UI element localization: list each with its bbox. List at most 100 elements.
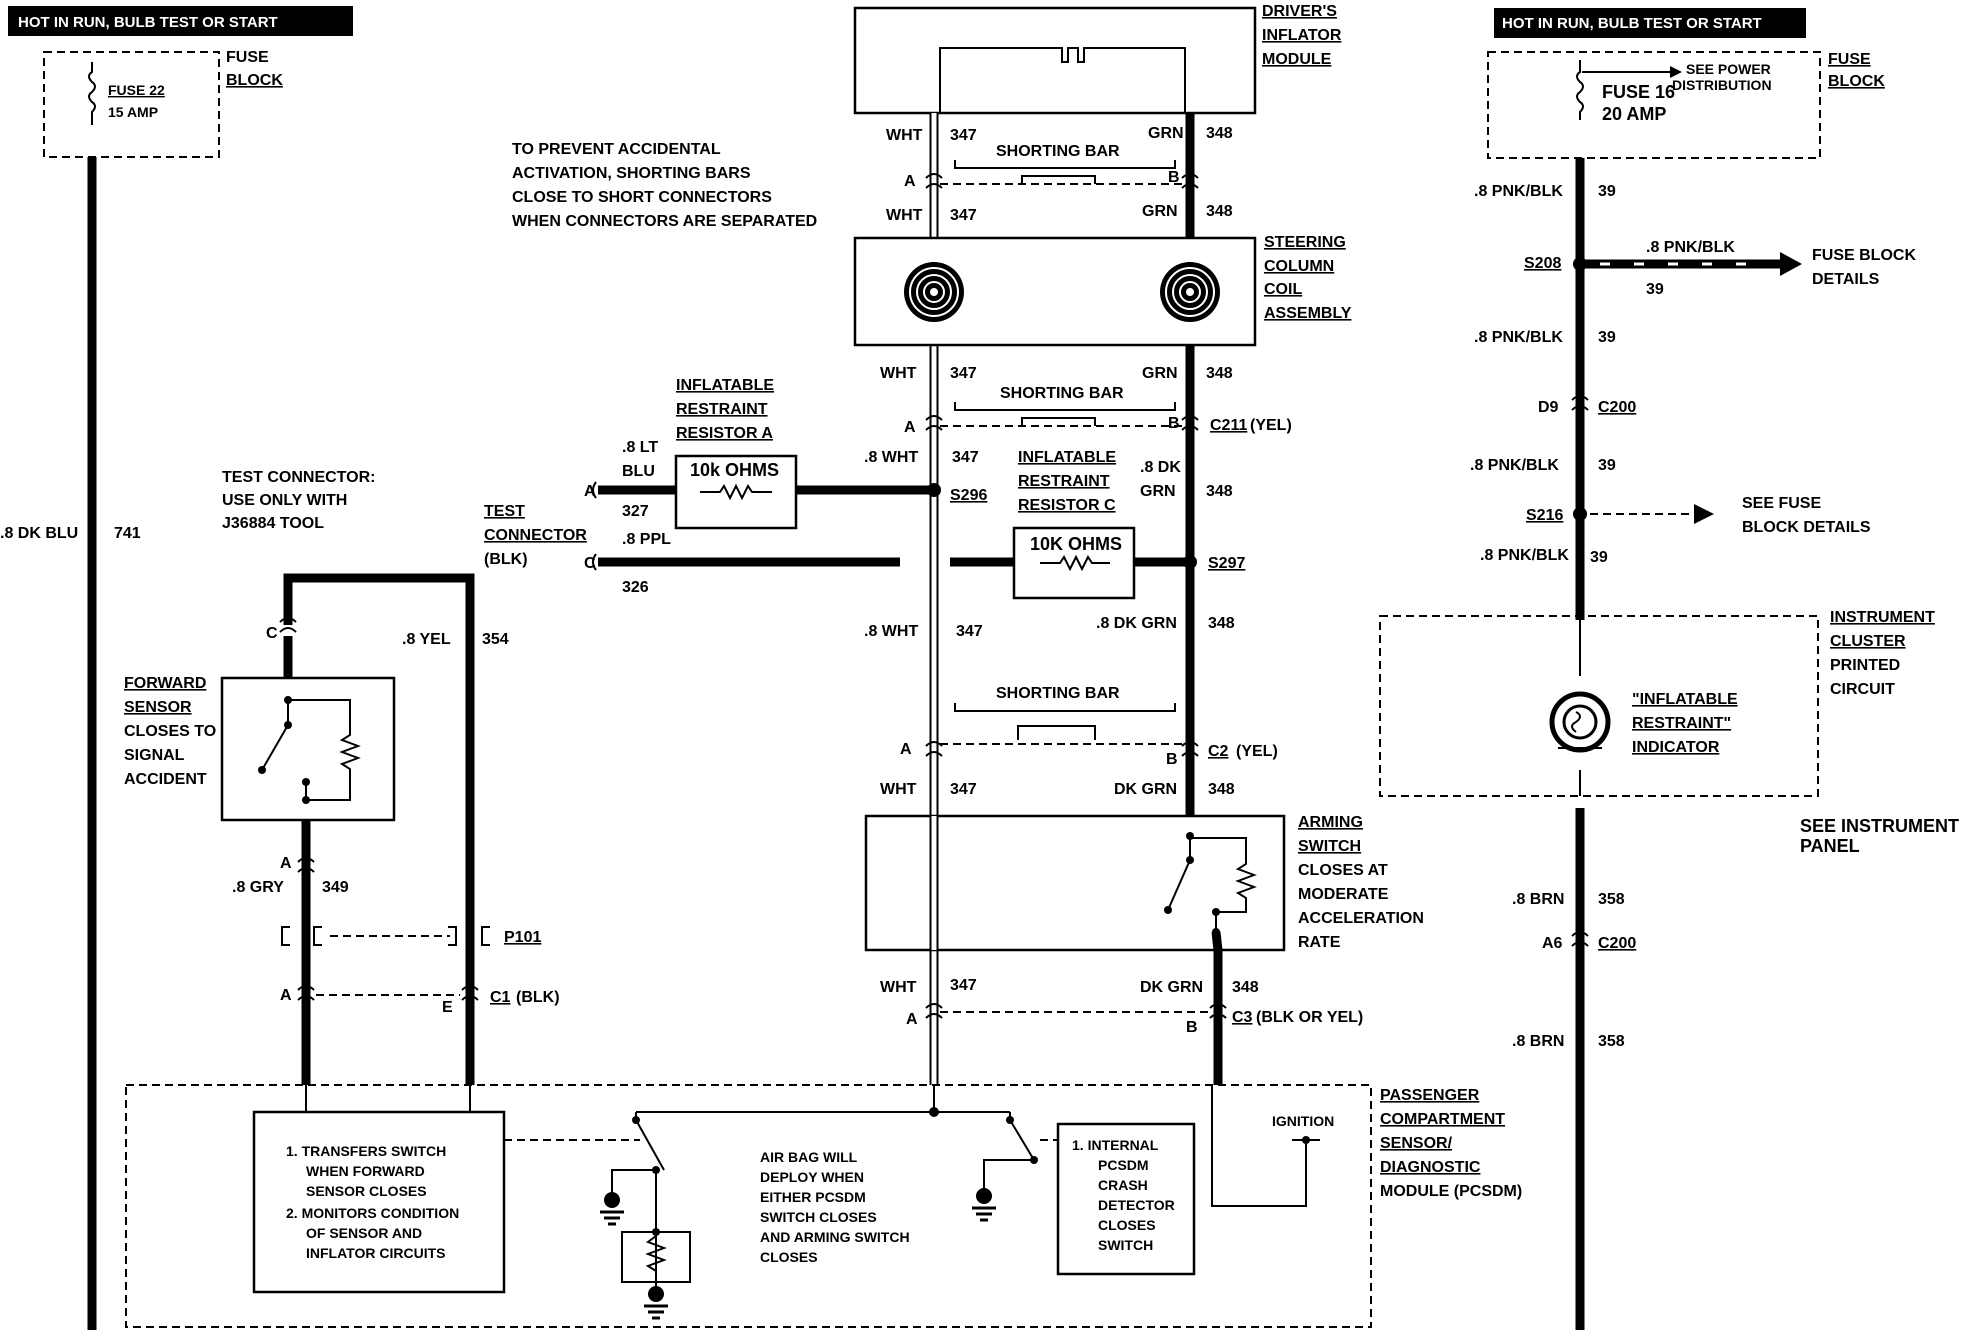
inflator-label-3: MODULE <box>1262 51 1332 68</box>
resA-1: INFLATABLE <box>676 377 774 394</box>
wht8-1: .8 WHT <box>864 449 918 466</box>
deploy-2: DEPLOY WHEN <box>760 1169 864 1185</box>
c200-label-2: C200 <box>1598 935 1636 952</box>
s297-splice <box>1183 555 1197 569</box>
conn-b-1: B <box>1168 169 1180 186</box>
indicator-2: RESTRAINT" <box>1632 715 1731 732</box>
left-fuse-block-outline <box>43 51 220 158</box>
conn-e-left: E <box>442 999 453 1016</box>
box1-3: SENSOR CLOSES <box>306 1183 427 1199</box>
ic-2: CLUSTER <box>1830 633 1906 650</box>
pcsdm-loop <box>621 1231 691 1283</box>
shorting-bar-1-contact <box>1021 175 1096 184</box>
arm-3: CLOSES AT <box>1298 862 1388 879</box>
pcsdm-node-center <box>929 1107 939 1117</box>
s216-splice <box>1573 507 1587 521</box>
ignition-path <box>1211 1085 1320 1207</box>
inflator-label-2: INFLATOR <box>1262 27 1342 44</box>
fuse-16-symbol <box>1576 60 1584 120</box>
lt-blu-1: .8 LT <box>622 439 658 456</box>
d9-label: D9 <box>1538 399 1559 416</box>
right-header-bar <box>1494 8 1806 38</box>
pcsdm-sw1-pivot <box>632 1116 640 1124</box>
pcsdm-name-4: DIAGNOSTIC <box>1380 1159 1481 1176</box>
resC-2: RESTRAINT <box>1018 473 1110 490</box>
pcsdm-resistor <box>645 1235 667 1272</box>
wht-3: WHT <box>880 365 917 382</box>
fuse-details-2: DETAILS <box>1812 271 1880 288</box>
wht-1: WHT <box>886 127 923 144</box>
pcsdm-box-1 <box>252 1110 506 1294</box>
steering-1: STEERING <box>1264 234 1346 251</box>
arm-node-pivot <box>1186 856 1194 864</box>
c2-color: (YEL) <box>1236 743 1278 760</box>
grn-2: GRN <box>1142 203 1178 220</box>
dkgrn-3: DK GRN <box>1114 781 1177 798</box>
w348-1: 348 <box>1206 125 1233 142</box>
w348-2: 348 <box>1206 203 1233 220</box>
conn-b-3: B <box>1166 751 1178 768</box>
resC-zigzag <box>1040 554 1110 572</box>
ic-4: CIRCUIT <box>1830 681 1895 698</box>
dkgrn-1: .8 DK <box>1140 459 1181 476</box>
c3-label: C3 <box>1232 1009 1253 1026</box>
fuse-22-symbol <box>88 62 96 125</box>
inflator-label-1: DRIVER'S <box>1262 3 1337 20</box>
brn-2: .8 BRN <box>1512 1033 1564 1050</box>
arm-6: RATE <box>1298 934 1341 951</box>
arm-node-lower <box>1212 908 1220 916</box>
w347-2: 347 <box>950 207 977 224</box>
forward-sensor-box <box>220 676 396 822</box>
fwd-sensor-4: SIGNAL <box>124 747 185 764</box>
w347-5: 347 <box>956 623 983 640</box>
right-fuse-block-1: FUSE <box>1828 51 1871 68</box>
box2-5: CLOSES <box>1098 1217 1156 1233</box>
deploy-3: EITHER PCSDM <box>760 1189 866 1205</box>
see-fuse-2: BLOCK DETAILS <box>1742 519 1871 536</box>
ignition-node <box>1302 1136 1310 1144</box>
pcsdm-outline <box>125 1084 1372 1328</box>
grn-3: GRN <box>1142 365 1178 382</box>
fwd-sensor-2: SENSOR <box>124 699 192 716</box>
inflator-connector-shape <box>939 47 1186 113</box>
ground-icon-3 <box>972 1188 996 1222</box>
shorting-bar-1-bracket <box>954 160 1176 169</box>
wht8-2: .8 WHT <box>864 623 918 640</box>
grn-1: GRN <box>1148 125 1184 142</box>
conn-a-4: A <box>906 1011 918 1028</box>
pnk-4: .8 PNK/BLK <box>1480 547 1569 564</box>
shorting-bar-3-bracket <box>954 703 1176 712</box>
left-header-bar <box>8 6 353 36</box>
w348-5: 348 <box>1208 615 1235 632</box>
wht-2: WHT <box>886 207 923 224</box>
steering-3: COIL <box>1264 281 1302 298</box>
coil-right-icon <box>1160 262 1220 322</box>
w348-6: 348 <box>1208 781 1235 798</box>
wht-4: WHT <box>880 781 917 798</box>
fwd-sensor-1: FORWARD <box>124 675 206 692</box>
pcsdm-sw2-pivot <box>1006 1116 1014 1124</box>
c211-color: (YEL) <box>1250 417 1292 434</box>
w39-3: 39 <box>1598 457 1616 474</box>
wire-354-color: .8 YEL <box>402 631 451 648</box>
fuse-16-rating: 20 AMP <box>1602 104 1666 124</box>
right-fuse-block-2: BLOCK <box>1828 73 1885 90</box>
a6-label: A6 <box>1542 935 1563 952</box>
steering-2: COLUMN <box>1264 258 1334 275</box>
right-fuse-block-outline <box>1487 51 1821 159</box>
resA-2: RESTRAINT <box>676 401 768 418</box>
box1-2: WHEN FORWARD <box>306 1163 425 1179</box>
s296-label: S296 <box>950 487 987 504</box>
ic-3: PRINTED <box>1830 657 1900 674</box>
shorting-bar-2: SHORTING BAR <box>1000 385 1124 402</box>
box2-2: PCSDM <box>1098 1157 1149 1173</box>
w39-branch: 39 <box>1646 281 1664 298</box>
conn-a-1: A <box>904 173 916 190</box>
pcsdm-ground-3-lead <box>983 1159 1034 1190</box>
fwd-sensor-5: ACCIDENT <box>124 771 207 788</box>
c1-symbols <box>297 985 479 1001</box>
conn-2-symbols <box>925 415 1199 431</box>
w39-1: 39 <box>1598 183 1616 200</box>
inflatable-restraint-indicator-icon <box>1549 691 1611 753</box>
